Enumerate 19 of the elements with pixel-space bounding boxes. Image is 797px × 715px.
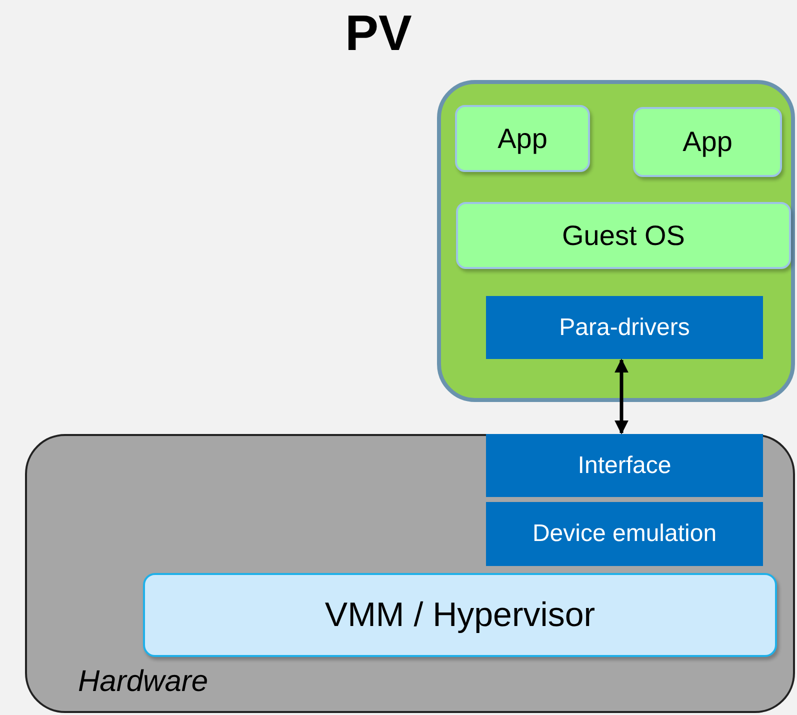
box-label: VMM / Hypervisor: [324, 596, 596, 634]
double-arrow: [614, 358, 628, 434]
driver-box: [486, 434, 763, 497]
diagram-title: PV: [344, 4, 413, 62]
driver-box: [486, 502, 763, 566]
driver-box: [486, 296, 763, 359]
box-label: App: [498, 122, 548, 154]
app-box: [633, 107, 782, 177]
box-label: Guest OS: [562, 220, 685, 252]
box-label: Para-drivers: [559, 314, 690, 342]
box-label: App: [682, 126, 732, 158]
app-box: [456, 202, 791, 269]
virtual-machine-container: [437, 80, 795, 402]
app-box: [455, 105, 590, 172]
hypervisor-box: [143, 573, 777, 657]
hardware-container: [25, 434, 795, 713]
box-label: Interface: [578, 452, 672, 480]
box-label: Device emulation: [532, 520, 717, 548]
container-label: Hardware: [78, 665, 208, 699]
